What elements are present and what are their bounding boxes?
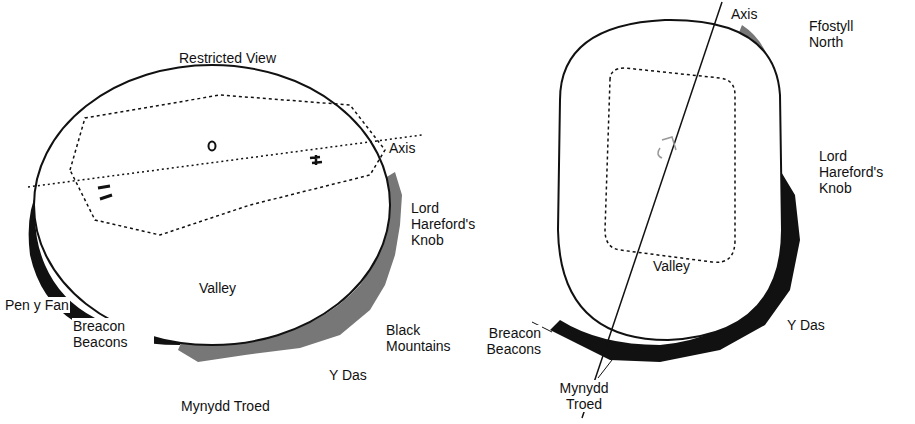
place-label: Y Das xyxy=(328,367,368,383)
stone-marker xyxy=(658,137,676,158)
place-label: Y Das xyxy=(786,317,826,333)
place-label: Breacon Beacons xyxy=(72,318,154,350)
stone-marker xyxy=(310,155,322,165)
leader-line xyxy=(598,360,612,378)
place-label: Lord Hareford's Knob xyxy=(410,200,492,248)
place-label: Valley xyxy=(198,280,237,296)
place-label: Ffostyll North xyxy=(808,18,880,50)
viewshed-outline xyxy=(558,20,782,340)
stone-marker xyxy=(209,142,216,151)
site-boundary xyxy=(605,68,735,262)
place-label: Black Mountains xyxy=(385,322,467,354)
place-label: Valley xyxy=(652,258,691,274)
place-label: Pen y Fan xyxy=(4,297,70,313)
site-boundary xyxy=(70,95,385,235)
stone-marker xyxy=(98,186,112,199)
place-label: Axis xyxy=(388,140,416,156)
axis-line xyxy=(28,135,422,187)
viewshed-outline xyxy=(34,65,390,345)
place-label: Axis xyxy=(730,6,758,22)
axis-line xyxy=(582,2,722,418)
place-label: Breacon Beacons xyxy=(470,325,542,357)
place-label: Mynydd Troed xyxy=(180,398,271,414)
place-label: Mynydd Troed xyxy=(548,380,620,412)
place-label: Restricted View xyxy=(178,50,277,66)
place-label: Lord Hareford's Knob xyxy=(818,148,900,196)
